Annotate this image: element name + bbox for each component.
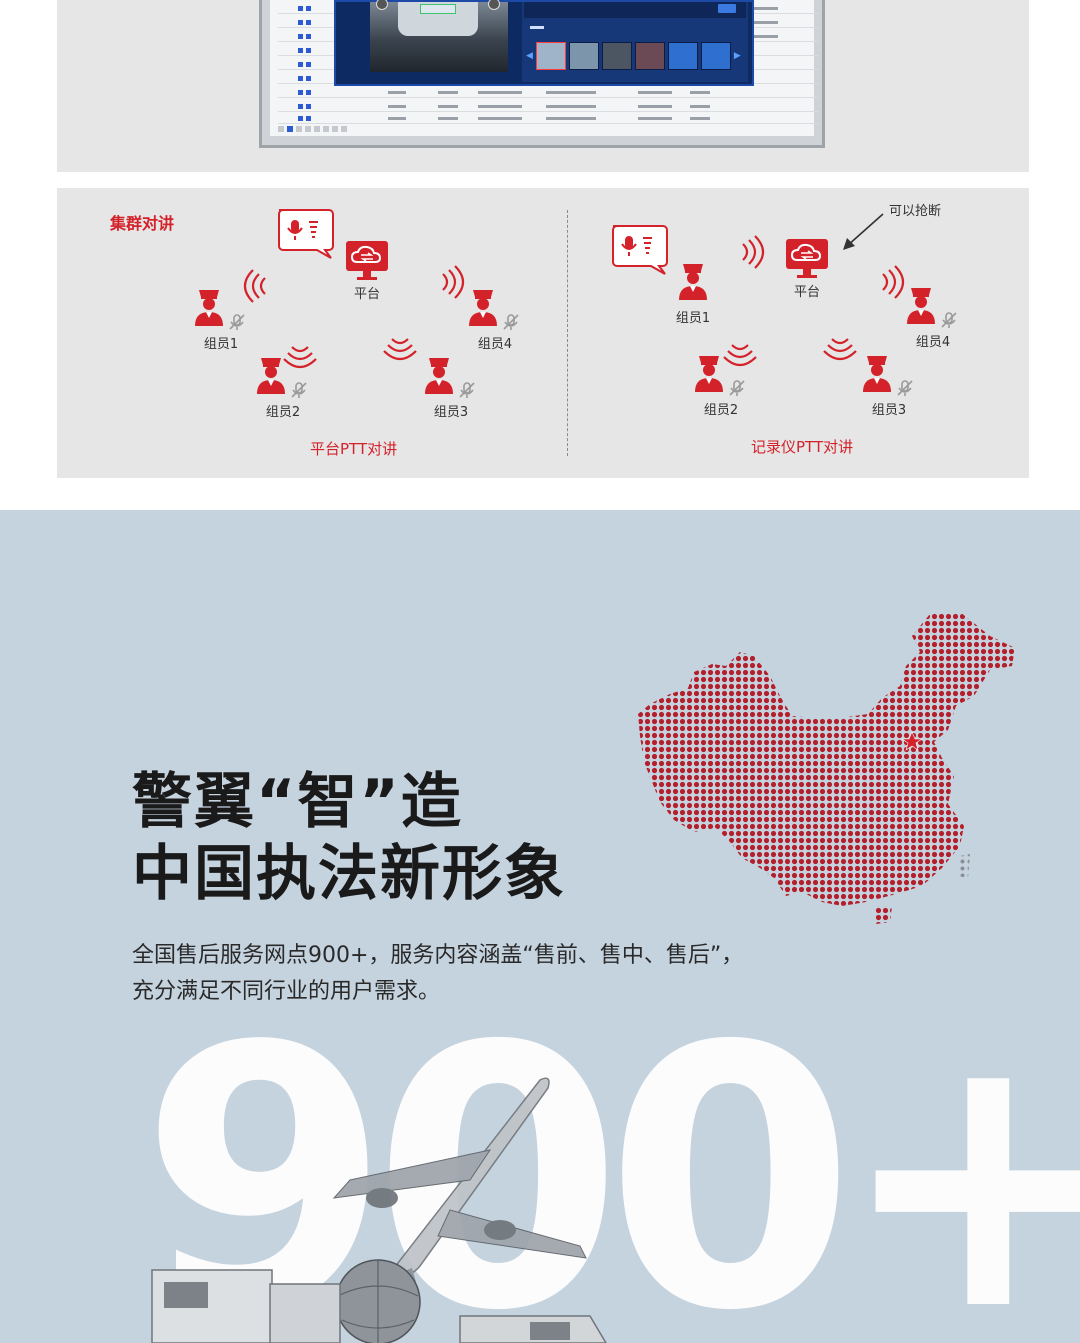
thumbnail[interactable] (601, 42, 632, 70)
member-label: 组员1 (675, 311, 711, 326)
officer-icon (195, 290, 245, 331)
monitor-frame: ◀ ▶ (259, 0, 825, 148)
officer-icon (425, 358, 475, 399)
snapshot-popup: ◀ ▶ (334, 0, 754, 86)
signal-waves-icon (441, 264, 465, 300)
description-line2: 充分满足不同行业的用户需求。 (132, 979, 441, 1004)
strip-prev-icon[interactable]: ◀ (526, 51, 533, 61)
member-node: 组员2 (693, 354, 749, 417)
signal-waves-icon (741, 234, 765, 270)
service-network-hero: 警翼“智”造 中国执法新形象 全国售后服务网点900+，服务内容涵盖“售前、售中… (0, 510, 1080, 1343)
member-node: 组员4 (905, 286, 961, 349)
popup-action-button[interactable] (718, 4, 736, 13)
image-placeholder-icon[interactable] (667, 42, 698, 70)
next-photo-icon[interactable] (488, 0, 500, 10)
prev-photo-icon[interactable] (376, 0, 388, 10)
member-label: 组员3 (871, 403, 907, 418)
thumbnail-strip: ◀ ▶ (526, 38, 744, 74)
officer-icon (469, 290, 519, 331)
image-placeholder-icon[interactable] (700, 42, 731, 70)
china-map-graphic (638, 612, 1015, 924)
platform-node: 平台 (345, 240, 389, 301)
left-caption: 平台PTT对讲 (310, 440, 398, 458)
officer-icon (907, 288, 957, 329)
member-node: 组员1 (673, 262, 713, 325)
photo-strip-panel: ◀ ▶ (522, 2, 748, 82)
platform-monitor-icon (345, 240, 389, 281)
signal-waves-icon (382, 337, 418, 361)
member-node: 组员1 (193, 288, 249, 351)
description-line1: 全国售后服务网点900+，服务内容涵盖“售前、售中、售后”， (132, 943, 744, 968)
member-label: 组员4 (477, 337, 513, 352)
thumbnail[interactable] (568, 42, 599, 70)
member-node: 组员4 (467, 288, 523, 351)
thumbnail[interactable] (634, 42, 665, 70)
member-label: 组员1 (203, 337, 239, 352)
platform-monitor-icon (785, 238, 829, 279)
signal-waves-icon (881, 264, 905, 300)
pagination[interactable] (278, 126, 347, 132)
platform-label: 平台 (793, 285, 820, 300)
member-node: 组员3 (423, 356, 479, 419)
officer-icon (863, 356, 913, 397)
preempt-hint: 可以抢断 (889, 204, 942, 219)
vehicle-photo (370, 2, 508, 72)
member-label: 组员2 (265, 405, 301, 420)
ptt-intercom-panel: 集群对讲 (57, 188, 1029, 478)
right-caption: 记录仪PTT对讲 (751, 438, 854, 456)
software-screenshot-panel: ◀ ▶ (57, 0, 1029, 172)
strip-next-icon[interactable]: ▶ (733, 51, 741, 61)
officer-icon (679, 264, 707, 300)
officer-icon (695, 356, 745, 397)
member-label: 组员3 (433, 405, 469, 420)
capital-star-icon (901, 731, 923, 751)
member-label: 组员2 (703, 403, 739, 418)
van-icon (459, 1315, 607, 1343)
logistics-illustration (151, 1077, 607, 1343)
member-node: 组员2 (255, 356, 311, 419)
signal-waves-icon (822, 337, 858, 361)
truck-icon (151, 1269, 341, 1343)
arrow-icon (843, 213, 884, 250)
member-node: 组员3 (861, 354, 917, 417)
officer-icon (257, 358, 307, 399)
headline-line1: 警翼“智”造 (132, 767, 463, 837)
speech-mic-icon (612, 225, 668, 275)
member-label: 组员4 (915, 335, 951, 350)
platform-node: 平台 (785, 238, 829, 299)
platform-label: 平台 (353, 287, 380, 302)
plate-detection-box (420, 4, 456, 14)
dashed-divider (567, 210, 568, 456)
thumbnail[interactable] (535, 42, 566, 70)
speech-mic-icon (278, 209, 334, 259)
headline-line2: 中国执法新形象 (132, 839, 566, 909)
section-title: 集群对讲 (110, 214, 175, 233)
